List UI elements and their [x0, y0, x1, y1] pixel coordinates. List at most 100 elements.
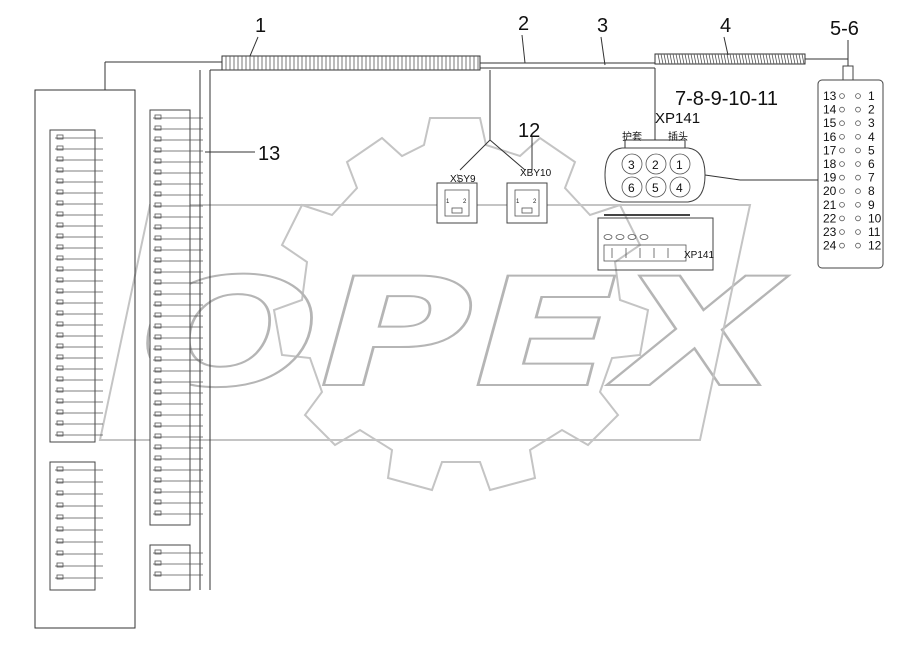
middle-block-1-terminal-mark	[154, 136, 162, 142]
connector-24-socket	[839, 147, 845, 154]
svg-text:1: 1	[446, 199, 450, 205]
connector-24-pin-24: 24	[823, 239, 837, 253]
middle-block-1-terminal-mark	[154, 367, 162, 373]
middle-block-1-terminal-mark	[154, 488, 162, 494]
xp141-plug-label: 插头	[668, 130, 688, 143]
middle-block-1-terminal-mark	[154, 147, 162, 153]
middle-block-1-terminal-mark	[154, 345, 162, 351]
connector-24-pin-3: 3	[868, 116, 875, 130]
middle-block-2-terminal-mark	[154, 549, 162, 555]
svg-text:1: 1	[516, 199, 520, 205]
connector-24-socket	[839, 202, 845, 208]
middle-block-1-terminal-mark	[154, 378, 162, 384]
middle-block-1-terminal-mark	[154, 389, 162, 395]
middle-block-1-terminal-mark	[154, 400, 162, 406]
connector-24-socket	[855, 147, 861, 154]
callout-3: 3	[597, 15, 608, 37]
connector-24-pin-21: 21	[823, 198, 837, 212]
middle-block-2-terminal-mark	[154, 560, 162, 566]
middle-block-1-terminal-mark	[154, 125, 162, 131]
connector-24-pin-15: 15	[823, 116, 837, 130]
xby10-connector: 1 2	[506, 182, 548, 224]
callout-5-6: 5-6	[830, 18, 859, 40]
left-block-2-terminal-mark	[56, 514, 64, 520]
middle-block-1-terminal-mark	[154, 213, 162, 219]
connector-24-socket	[855, 188, 861, 195]
left-block-1-terminal-mark	[56, 420, 64, 426]
connector-24-frame	[817, 79, 884, 269]
connector-24-socket	[855, 174, 861, 181]
middle-block-1-terminal-mark	[154, 433, 162, 439]
left-block-1-terminal-mark	[56, 321, 64, 327]
connector-24-socket	[855, 134, 861, 140]
middle-block-1-terminal-mark	[154, 510, 162, 516]
xsy9-code: XSY9	[450, 174, 476, 185]
middle-block-1-terminal-mark	[154, 246, 162, 252]
middle-block-1-terminal-mark	[154, 444, 162, 450]
middle-block-1-terminal-mark	[154, 422, 162, 428]
left-block-1-terminal-mark	[56, 365, 64, 371]
middle-connector-block-1	[149, 109, 191, 526]
left-block-1-terminal-mark	[56, 233, 64, 239]
xp141-sheath-label: 护套	[622, 130, 642, 143]
xp141-pin-4: 4	[676, 181, 683, 195]
xp141-pin-1: 1	[676, 158, 683, 172]
connector-24-socket	[839, 174, 845, 181]
middle-block-1-terminal-mark	[154, 356, 162, 362]
middle-block-1-terminal-mark	[154, 202, 162, 208]
left-block-1-terminal-mark	[56, 156, 64, 162]
connector-24-pin-16: 16	[823, 130, 837, 144]
connector-24-socket	[839, 134, 845, 140]
middle-block-1-terminal-mark	[154, 257, 162, 263]
left-block-1-terminal-mark	[56, 387, 64, 393]
left-block-1-terminal-mark	[56, 244, 64, 250]
svg-text:2: 2	[463, 199, 467, 205]
left-block-1-terminal-mark	[56, 310, 64, 316]
connector-24-pin-1: 1	[868, 89, 875, 103]
middle-block-1-terminal-mark	[154, 180, 162, 186]
left-block-1-terminal-mark	[56, 255, 64, 261]
xp141-pin-6: 6	[628, 181, 635, 195]
xp141-small-tag: XP141	[684, 250, 714, 261]
left-block-2-terminal-mark	[56, 466, 64, 472]
middle-block-1-terminal-mark	[154, 191, 162, 197]
connector-24-pin-2: 2	[868, 103, 875, 117]
left-block-2-terminal-mark	[56, 478, 64, 484]
switch-block	[597, 214, 714, 271]
svg-text:2: 2	[533, 199, 537, 205]
connector-24-socket	[855, 161, 861, 167]
left-block-1-terminal-mark	[56, 222, 64, 228]
connector-24-socket	[839, 161, 845, 167]
watermark-text: OPEX	[140, 247, 789, 421]
connector-24-pin-23: 23	[823, 225, 837, 239]
connector-24-socket	[839, 93, 845, 99]
connector-24-socket	[839, 229, 845, 235]
middle-block-1-terminal-mark	[154, 235, 162, 241]
xp141-code: XP141	[655, 110, 700, 127]
connector-24-pin-8: 8	[868, 184, 875, 198]
left-block-1-terminal-mark	[56, 277, 64, 283]
connector-24-pin-20: 20	[823, 184, 837, 198]
middle-block-1-terminal-mark	[154, 268, 162, 274]
xsy9-connector: 1 2	[436, 182, 478, 224]
middle-block-1-terminal-mark	[154, 224, 162, 230]
connector-24-socket	[839, 215, 845, 222]
middle-block-1-terminal-mark	[154, 411, 162, 417]
connector-24-pin-11: 11	[868, 225, 881, 239]
middle-block-1-terminal-mark	[154, 158, 162, 164]
left-block-2-terminal-mark	[56, 562, 64, 568]
callout-7-11: 7-8-9-10-11	[675, 88, 778, 110]
connector-24-socket	[839, 106, 845, 113]
callout-13: 13	[258, 143, 280, 165]
connector-24-socket	[839, 188, 845, 195]
callout-2: 2	[518, 13, 529, 35]
connector-24-pin-10: 10	[868, 211, 882, 225]
connector-24-pin-12: 12	[868, 239, 882, 253]
connector-24-pin-4: 4	[868, 130, 875, 144]
middle-block-1-terminal-mark	[154, 290, 162, 296]
connector-24-socket	[839, 120, 845, 126]
left-block-1-terminal-mark	[56, 343, 64, 349]
connector-24-pin-6: 6	[868, 157, 875, 171]
connector-24-socket	[855, 229, 861, 235]
